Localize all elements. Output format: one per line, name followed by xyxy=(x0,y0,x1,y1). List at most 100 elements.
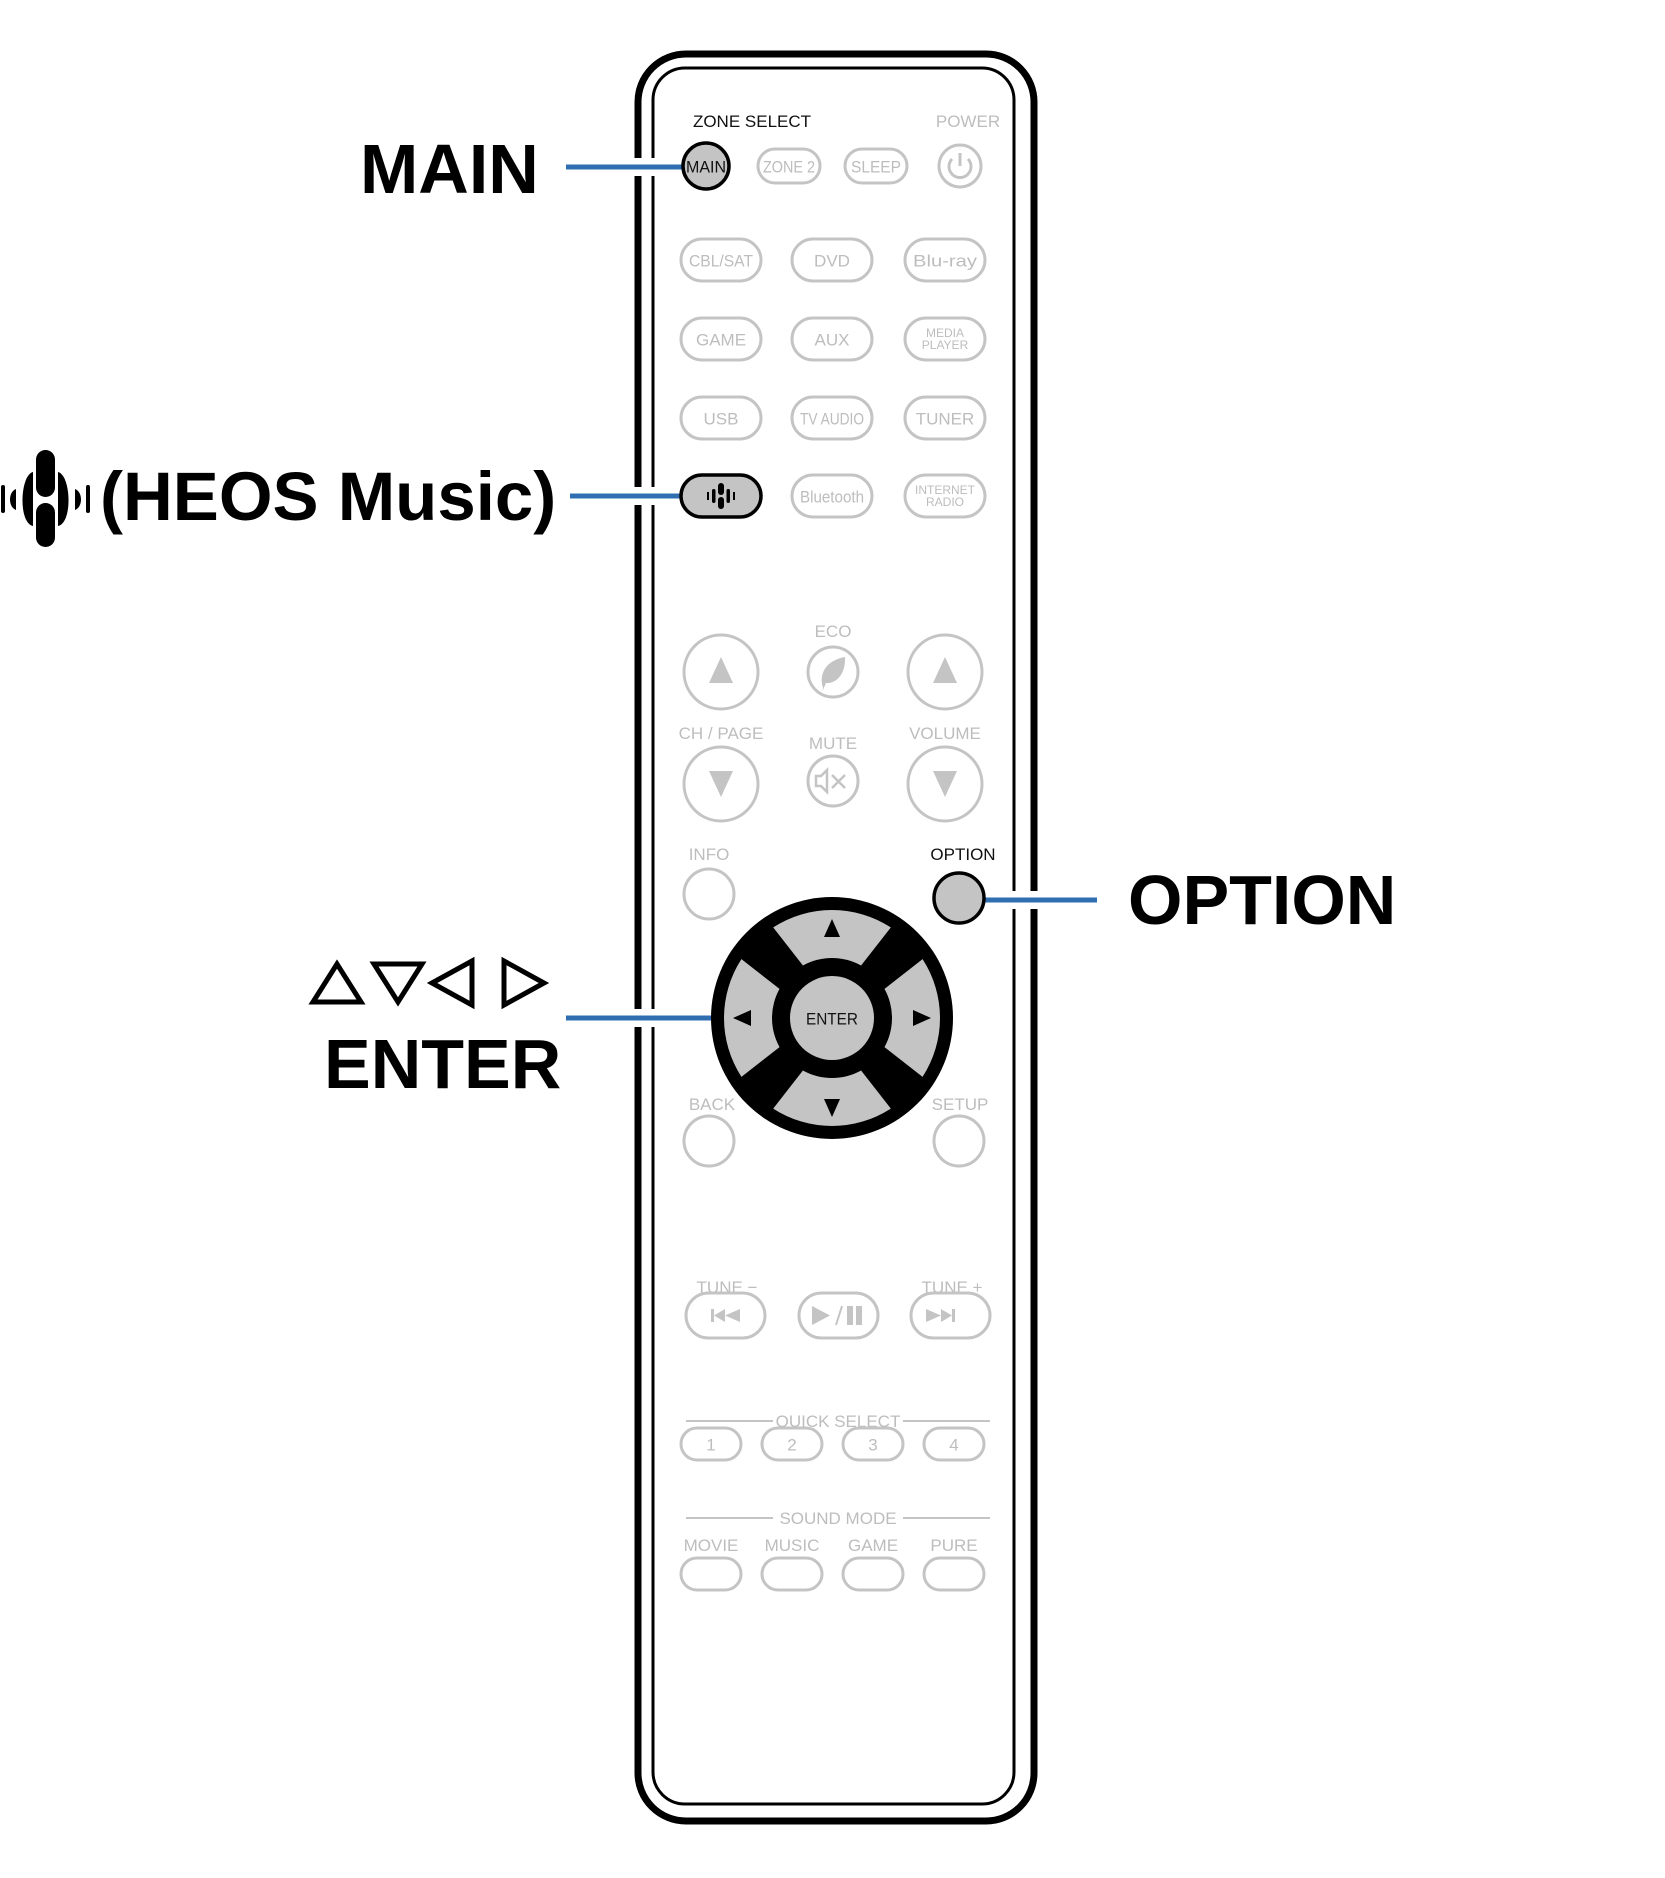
button-label: DVD xyxy=(814,252,850,271)
arrow-icon xyxy=(824,1099,840,1117)
movie-mode-label: MOVIE xyxy=(684,1536,739,1555)
eco-label: ECO xyxy=(815,622,852,641)
button-label: 4 xyxy=(949,1436,958,1455)
cursor-left-button[interactable] xyxy=(723,959,780,1077)
heos-button[interactable] xyxy=(679,473,763,519)
volume-label: VOLUME xyxy=(909,724,981,743)
mute-label: MUTE xyxy=(809,734,857,753)
music-mode-button[interactable] xyxy=(760,1556,824,1592)
volume-down-button[interactable] xyxy=(906,745,984,823)
cbl-sat-button[interactable]: CBL/SAT xyxy=(679,237,763,283)
enter-button[interactable]: ENTER xyxy=(790,976,874,1060)
game-mode-button[interactable] xyxy=(841,1556,905,1592)
dvd-button[interactable]: DVD xyxy=(790,237,874,283)
button-label: GAME xyxy=(696,331,746,350)
remote-inner-border xyxy=(651,66,1016,1806)
next-track-button[interactable] xyxy=(909,1291,992,1340)
movie-mode-button[interactable] xyxy=(679,1556,743,1592)
pure-mode-label: PURE xyxy=(930,1536,977,1555)
arrow-icon xyxy=(824,919,840,937)
svg-text:SOUND MODE: SOUND MODE xyxy=(779,1509,896,1528)
button-label: PLAYER xyxy=(922,338,969,352)
heos-music-icon xyxy=(1,450,90,547)
cursor-up-button[interactable] xyxy=(773,910,891,966)
cursor-down-button[interactable] xyxy=(773,1070,891,1126)
option-button[interactable] xyxy=(932,871,986,925)
button-label: TUNER xyxy=(916,410,975,429)
svg-text:ENTER: ENTER xyxy=(806,1010,858,1029)
music-mode-label: MUSIC xyxy=(765,1536,820,1555)
main-zone-button[interactable]: MAIN xyxy=(681,141,731,191)
button-label: AUX xyxy=(815,331,850,350)
power-button[interactable] xyxy=(937,143,983,189)
sound-mode-header: SOUND MODE xyxy=(686,1509,990,1528)
eco-button[interactable] xyxy=(806,645,860,699)
triangle-up-icon xyxy=(709,657,733,683)
leaf-icon xyxy=(821,657,846,692)
mute-icon xyxy=(814,766,846,796)
ch-page-down-button[interactable] xyxy=(682,745,760,823)
heos-icon xyxy=(707,483,735,509)
button-label: USB xyxy=(704,410,739,429)
ch-page-up-button[interactable] xyxy=(682,633,760,711)
info-button[interactable] xyxy=(682,867,736,921)
arrow-icon xyxy=(913,1010,931,1026)
quick-select-4-button[interactable]: 4 xyxy=(922,1426,986,1462)
blu-ray-button[interactable]: Blu-ray xyxy=(903,237,987,283)
zone2-button[interactable]: ZONE 2 xyxy=(756,147,822,185)
svg-text:SLEEP: SLEEP xyxy=(851,158,901,177)
back-button[interactable] xyxy=(682,1114,736,1168)
skip-back-icon xyxy=(711,1309,740,1322)
usb-button[interactable]: USB xyxy=(679,395,763,441)
svg-text:QUICK SELECT: QUICK SELECT xyxy=(776,1412,901,1431)
button-label: RADIO xyxy=(926,495,964,509)
tuner-button[interactable]: TUNER xyxy=(903,395,987,441)
previous-track-button[interactable] xyxy=(684,1291,767,1340)
option-label: OPTION xyxy=(930,845,995,864)
triangle-up-icon xyxy=(933,657,957,683)
sleep-button[interactable]: SLEEP xyxy=(843,147,909,185)
callout-enter: ENTER xyxy=(324,1025,561,1103)
setup-label: SETUP xyxy=(932,1095,989,1114)
button-label: 1 xyxy=(706,1436,715,1455)
svg-text:ZONE 2: ZONE 2 xyxy=(763,158,815,177)
setup-button[interactable] xyxy=(932,1114,986,1168)
quick-select-3-button[interactable]: 3 xyxy=(841,1426,905,1462)
play-pause-icon xyxy=(812,1305,862,1326)
info-label: INFO xyxy=(689,845,730,864)
back-label: BACK xyxy=(689,1095,736,1114)
button-label: CBL/SAT xyxy=(689,252,753,271)
power-label: POWER xyxy=(936,112,1000,131)
aux-button[interactable]: AUX xyxy=(790,316,874,362)
callout-main: MAIN xyxy=(360,130,539,208)
quick-select-1-button[interactable]: 1 xyxy=(679,1426,743,1462)
mute-button[interactable] xyxy=(806,754,860,808)
button-label: MEDIA xyxy=(926,326,964,340)
volume-up-button[interactable] xyxy=(906,633,984,711)
power-icon xyxy=(947,153,973,179)
cursor-right-button[interactable] xyxy=(884,959,940,1077)
callout-heos-music: (HEOS Music) xyxy=(100,458,556,535)
game-button[interactable]: GAME xyxy=(679,316,763,362)
svg-text:MAIN: MAIN xyxy=(686,158,726,177)
triangle-down-icon xyxy=(933,771,957,797)
zone-select-label: ZONE SELECT xyxy=(693,112,811,131)
button-label: Bluetooth xyxy=(800,488,864,507)
tv-audio-button[interactable]: TV AUDIO xyxy=(790,395,874,441)
quick-select-buttons: 1 2 3 4 xyxy=(679,1426,986,1462)
triangle-down-icon xyxy=(709,771,733,797)
cursor-symbols-icon xyxy=(308,956,550,1010)
arrow-icon xyxy=(733,1010,751,1026)
pure-mode-button[interactable] xyxy=(922,1556,986,1592)
quick-select-2-button[interactable]: 2 xyxy=(760,1426,824,1462)
button-label: 3 xyxy=(868,1436,877,1455)
callout-option: OPTION xyxy=(1128,861,1396,939)
bluetooth-button[interactable]: Bluetooth xyxy=(790,473,874,519)
button-label: 2 xyxy=(787,1436,796,1455)
play-pause-button[interactable] xyxy=(797,1291,880,1340)
